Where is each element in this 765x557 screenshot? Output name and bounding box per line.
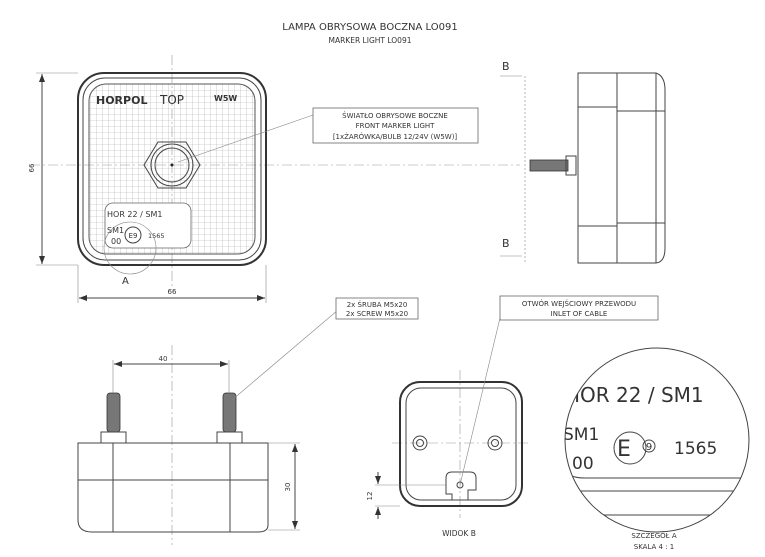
lamp-hex-nut — [143, 141, 201, 189]
detail-e-letter: E — [617, 437, 631, 462]
detail-a-ref: A — [122, 276, 129, 287]
callout-screw-en: 2x SCREW M5x20 — [346, 310, 408, 318]
front-view: HORPOL TOP W5W HOR 22 / SM1 SM1 00 E9 15… — [28, 55, 520, 303]
label-00: 00 — [111, 237, 121, 246]
callout-inlet-en: INLET OF CABLE — [551, 310, 608, 318]
section-b-bottom: B — [502, 237, 510, 250]
callout-lamp-pl: ŚWIATŁO OBRYSOWE BOCZNE — [342, 111, 448, 120]
drawing-title: LAMPA OBRYSOWA BOCZNA LO091 — [282, 22, 457, 33]
dim-bolt-spacing: 40 — [159, 355, 168, 363]
side-bolt — [529, 159, 569, 172]
bolt-left — [106, 392, 121, 433]
dim-height: 66 — [28, 163, 36, 172]
bulb-mark: W5W — [214, 94, 237, 103]
approval-number: 1565 — [148, 232, 165, 240]
detail-sm: SM1 — [563, 425, 599, 445]
callout-lamp-bulb: [1xŻARÓWKA/BULB 12/24V (W5W)] — [333, 132, 458, 141]
detail-a-scale: SKALA 4 : 1 — [634, 543, 675, 551]
callout-lamp-en: FRONT MARKER LIGHT — [356, 122, 436, 130]
callout-screw-pl: 2x ŚRUBA M5x20 — [347, 300, 408, 309]
detail-a: HOR 22 / SM1 SM1 00 E 9 1565 SZCZEGÓŁ A … — [563, 347, 750, 551]
section-b-top: B — [502, 60, 510, 73]
drawing-subtitle: MARKER LIGHT LO091 — [328, 36, 411, 45]
dim-width: 66 — [168, 288, 177, 296]
view-b: 12 WIDOK B OTWÓR WEJŚCIOWY PRZEWODU INLE… — [366, 295, 659, 538]
dim-inlet: 12 — [366, 492, 374, 501]
side-view: B B — [500, 60, 666, 264]
detail-00: 00 — [572, 454, 594, 474]
cable-inlet — [456, 481, 464, 489]
brand-mark: HORPOL — [96, 94, 147, 107]
view-b-label: WIDOK B — [442, 529, 476, 538]
bolt-right — [222, 392, 237, 433]
detail-e-number: 9 — [646, 442, 652, 453]
top-mark: TOP — [159, 93, 184, 107]
detail-approval: 1565 — [674, 439, 717, 459]
label-sm: SM1 — [107, 226, 124, 235]
dim-depth: 30 — [284, 483, 292, 492]
e-mark: E9 — [129, 232, 138, 240]
callout-inlet-pl: OTWÓR WEJŚCIOWY PRZEWODU — [522, 299, 636, 308]
homologation-code: HOR 22 / SM1 — [107, 210, 162, 219]
bottom-view: 40 30 2x ŚRUBA M5x20 2x SCREW M5x20 — [77, 297, 419, 545]
detail-a-circle — [103, 221, 157, 275]
detail-a-label: SZCZEGÓŁ A — [631, 531, 676, 540]
detail-homologation-code: HOR 22 / SM1 — [565, 383, 704, 407]
